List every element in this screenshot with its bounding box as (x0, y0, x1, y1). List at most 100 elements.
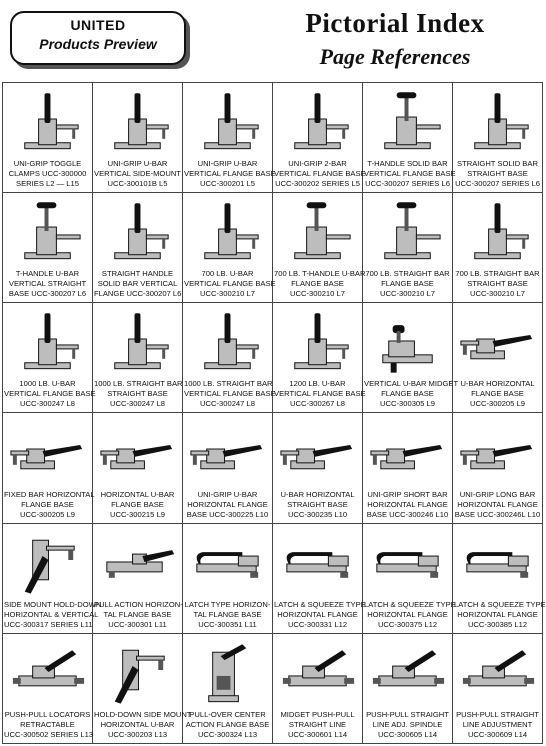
caption-line: UCC-300247 L8 (20, 399, 75, 409)
caption-line: LINE ADJ. SPINDLE (372, 719, 443, 729)
caption-line: SOLID BAR VERTICAL (97, 279, 178, 289)
caption-line: HORIZONTAL FLANGE (187, 499, 268, 509)
caption-line: UCC-300267 L8 (290, 399, 345, 409)
caption-line: UCC-300210 L7 (290, 289, 345, 299)
vertical-toggle-clamp-icon (93, 305, 182, 375)
caption-line: VERTICAL FLANGE BASE (184, 169, 276, 179)
caption-line: STRAIGHT BASE (107, 389, 168, 399)
caption-line: ACTION FLANGE BASE (185, 719, 270, 729)
side-mount-clamp-icon (93, 636, 182, 706)
caption-line: FLANGE BASE (111, 499, 164, 509)
caption-line: FIXED BAR HORIZONTAL (4, 489, 95, 499)
caption-line: UCC-300317 SERIES L11 (4, 619, 93, 629)
caption-line: UCC-300203 L13 (107, 729, 168, 739)
caption-line: UCC-300210 L7 (200, 289, 255, 299)
caption-line: FLANGE BASE (21, 499, 74, 509)
page-subtitle: Page References (319, 44, 471, 69)
caption-line: RETRACTABLE (20, 719, 75, 729)
vertical-toggle-clamp-icon (453, 85, 542, 155)
caption-line: CLAMPS UCC-300000 (8, 169, 87, 179)
caption-line: TAL FLANGE BASE (193, 609, 262, 619)
push-pull-clamp-icon (363, 636, 452, 706)
caption-line: UCC-300305 L9 (380, 399, 435, 409)
vertical-toggle-clamp-icon (183, 85, 272, 155)
pull-action-clamp-icon (93, 526, 182, 596)
caption-line: VERTICAL U-BAR MIDGET (364, 379, 459, 389)
caption-line: SERIES L2 — L15 (16, 179, 79, 189)
caption-line: 1200 LB. U-BAR (289, 379, 346, 389)
page-header: UNITED Products Preview Pictorial Index … (0, 0, 545, 80)
caption-line: STRAIGHT SOLID BAR (457, 159, 538, 169)
horizontal-clamp-icon (453, 305, 542, 375)
caption-line: HOLD-DOWN SIDE MOUNT (94, 709, 192, 719)
caption-line: UCC-300202 SERIES L5 (275, 179, 360, 189)
caption-line: HORIZONTAL U-BAR (100, 489, 175, 499)
caption-line: VERTICAL SIDE-MOUNT (94, 169, 181, 179)
vertical-toggle-clamp-icon (93, 195, 182, 265)
caption-line: 700 LB. STRAIGHT BAR (365, 269, 450, 279)
caption-line: LATCH & SQUEEZE TYPE (454, 599, 546, 609)
caption-line: STRAIGHT BASE (287, 499, 348, 509)
caption-line: 700 LB. STRAIGHT BAR (455, 269, 540, 279)
caption-line: UNI-GRIP LONG BAR (459, 489, 536, 499)
t-handle-clamp-icon (363, 85, 452, 155)
caption-line: 700 LB. U-BAR (201, 269, 254, 279)
caption-line: HORIZONTAL FLANGE (367, 609, 448, 619)
tag-subtitle: Products Preview (39, 36, 157, 52)
united-tag-label: UNITED Products Preview (10, 11, 186, 65)
page-title: Pictorial Index (305, 8, 485, 38)
caption-line: UCC-300207 SERIES L6 (455, 179, 540, 189)
caption-line: UCC-300301 L11 (108, 619, 167, 629)
caption-line: FLANGE UCC-300207 L6 (94, 289, 182, 299)
caption-line: HORIZONTAL FLANGE (457, 609, 538, 619)
caption-line: HORIZONTAL FLANGE (457, 499, 538, 509)
caption-line: 1000 LB. U-BAR (19, 379, 76, 389)
vertical-toggle-clamp-icon (3, 85, 92, 155)
caption-line: U-BAR HORIZONTAL (280, 489, 355, 499)
side-mount-clamp-icon (3, 526, 92, 596)
caption-line: HORIZONTAL & VERTICAL (4, 609, 99, 619)
caption-line: VERTICAL FLANGE BASE (184, 279, 276, 289)
caption-line: UNI-GRIP 2-BAR (288, 159, 347, 169)
caption-line: PUSH-PULL STRAIGHT (366, 709, 449, 719)
caption-line: VERTICAL FLANGE BASE (274, 169, 366, 179)
vertical-toggle-clamp-icon (453, 195, 542, 265)
